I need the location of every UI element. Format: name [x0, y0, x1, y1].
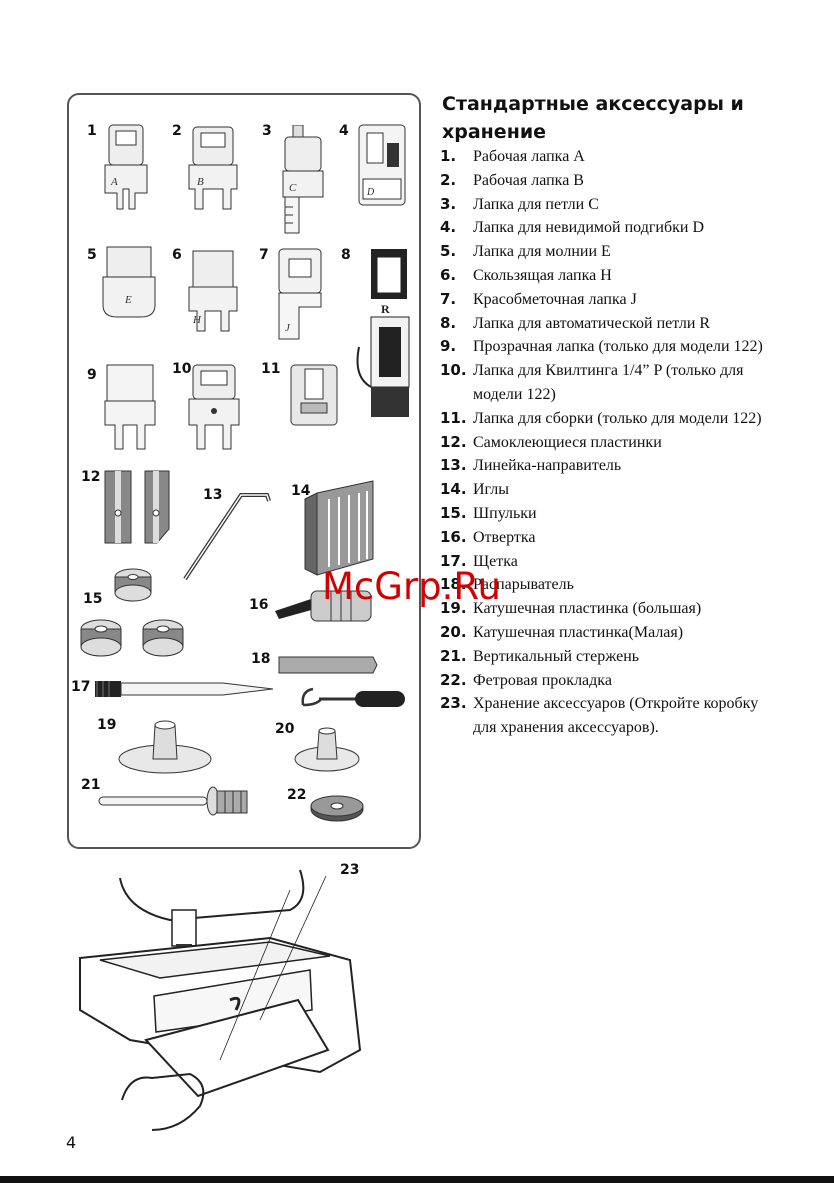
list-item: 7.Красобметочная лапка J [440, 289, 637, 308]
figure-label-10: 10 [172, 361, 192, 377]
page-title: Стандартные аксессуары и хранение [442, 93, 744, 143]
figure-label-3: 3 [262, 123, 272, 139]
list-item: 20.Катушечная пластинка(Малая) [440, 622, 684, 641]
presser-foot-b-icon: B [188, 126, 238, 210]
gathering-foot-icon [290, 364, 338, 426]
list-item: 21.Вертикальный стержень [440, 646, 640, 665]
spool-cap-small-icon [294, 727, 360, 772]
list-item: 11.Лапка для сборки (только для модели 1… [440, 408, 762, 427]
foot-letter-a: A [110, 176, 118, 188]
list-item: 15.Шпульки [440, 503, 537, 522]
accessories-figure-panel: 1 A 2 B 3 C 4 D 5 E 6 H 7 [67, 93, 421, 849]
list-item: 5.Лапка для молнии E [440, 242, 611, 261]
figure-label-11: 11 [261, 361, 281, 377]
list-item: 8.Лапка для автоматической петли R [440, 313, 711, 332]
foot-letter-e: E [124, 294, 132, 306]
figure-label-17: 17 [71, 679, 91, 695]
foot-letter-d: D [366, 187, 375, 198]
figure-label-19: 19 [97, 717, 117, 733]
list-item: 6.Скользящая лапка H [440, 265, 612, 284]
list-item: 9.Прозрачная лапка (только для модели 12… [440, 337, 763, 356]
presser-foot-e-icon: E [102, 246, 156, 318]
list-item: 3.Лапка для петли C [440, 194, 599, 213]
foot-letter-r: R [381, 302, 390, 316]
figure-label-9: 9 [87, 367, 97, 383]
quilting-foot-p-icon [188, 364, 240, 450]
list-item: 4.Лапка для невидимой подгибки D [440, 218, 704, 237]
figure-label-20: 20 [275, 721, 295, 737]
foot-letter-j: J [285, 322, 291, 334]
watermark: McGrp.Ru [322, 565, 501, 608]
seam-ripper-icon [301, 687, 405, 707]
bobbins-icon [80, 568, 184, 657]
list-item: 2.Рабочая лапка B [440, 170, 584, 189]
figure-label-14: 14 [291, 483, 311, 499]
list-item: 12.Самоклеющиеся пластинки [440, 432, 662, 451]
presser-foot-a-icon: A [104, 124, 148, 210]
foot-letter-c: C [289, 182, 297, 194]
figure-label-23: 23 [340, 862, 360, 878]
spool-pin-icon [98, 786, 248, 816]
foot-letter-b: B [197, 176, 204, 188]
list-item: 14.Иглы [440, 480, 510, 499]
figure-label-2: 2 [172, 123, 182, 139]
list-item: 19.Катушечная пластинка (большая) [440, 599, 702, 618]
list-item: 22.Фетровая прокладка [440, 670, 612, 689]
figure-label-8: 8 [341, 247, 351, 263]
self-adhesive-plates-icon [104, 470, 170, 544]
list-item: 16.Отвертка [440, 527, 536, 546]
figure-label-5: 5 [87, 247, 97, 263]
list-item: 23.Хранение аксессуаров (Откройте коробк… [440, 694, 759, 737]
figure-label-15: 15 [83, 591, 103, 607]
presser-foot-d-icon: D [358, 124, 406, 206]
figure-label-21: 21 [81, 777, 101, 793]
list-item: 17.Щетка [440, 551, 518, 570]
felt-pad-icon [310, 795, 364, 822]
bottom-edge-bar [0, 1176, 834, 1183]
figure-label-22: 22 [287, 787, 307, 803]
figure-label-12: 12 [81, 469, 101, 485]
seam-guide-ruler-icon [183, 493, 271, 581]
spool-cap-large-icon [118, 720, 212, 774]
presser-foot-c-icon: C [282, 125, 324, 234]
foot-letter-h: H [192, 314, 202, 326]
figure-label-13: 13 [203, 487, 223, 503]
list-item: 18.Распарыватель [440, 575, 574, 594]
figure-label-6: 6 [172, 247, 182, 263]
buttonhole-foot-r-icon: R [356, 249, 410, 417]
transparent-foot-icon [104, 364, 156, 450]
presser-foot-h-icon: H [188, 250, 238, 332]
accessories-list: 1.Рабочая лапка A 2.Рабочая лапка B 3.Ла… [440, 145, 780, 740]
screwdriver-icon [275, 590, 372, 622]
seam-ripper-cap-icon [278, 656, 378, 674]
brush-icon [95, 681, 274, 697]
accessory-storage-illustration [79, 869, 362, 1131]
page-number: 4 [66, 1133, 77, 1152]
figure-label-16: 16 [249, 597, 269, 613]
list-item: 1.Рабочая лапка A [440, 147, 585, 165]
figure-label-1: 1 [87, 123, 97, 139]
figure-label-18: 18 [251, 651, 271, 667]
list-item: 10.Лапка для Квилтинга 1/4” P (только дл… [440, 361, 744, 403]
figure-label-4: 4 [339, 123, 349, 139]
needles-case-icon [304, 480, 374, 576]
presser-foot-j-icon: J [278, 248, 322, 340]
list-item: 13.Линейка-направитель [440, 456, 622, 475]
figure-label-7: 7 [259, 247, 269, 263]
